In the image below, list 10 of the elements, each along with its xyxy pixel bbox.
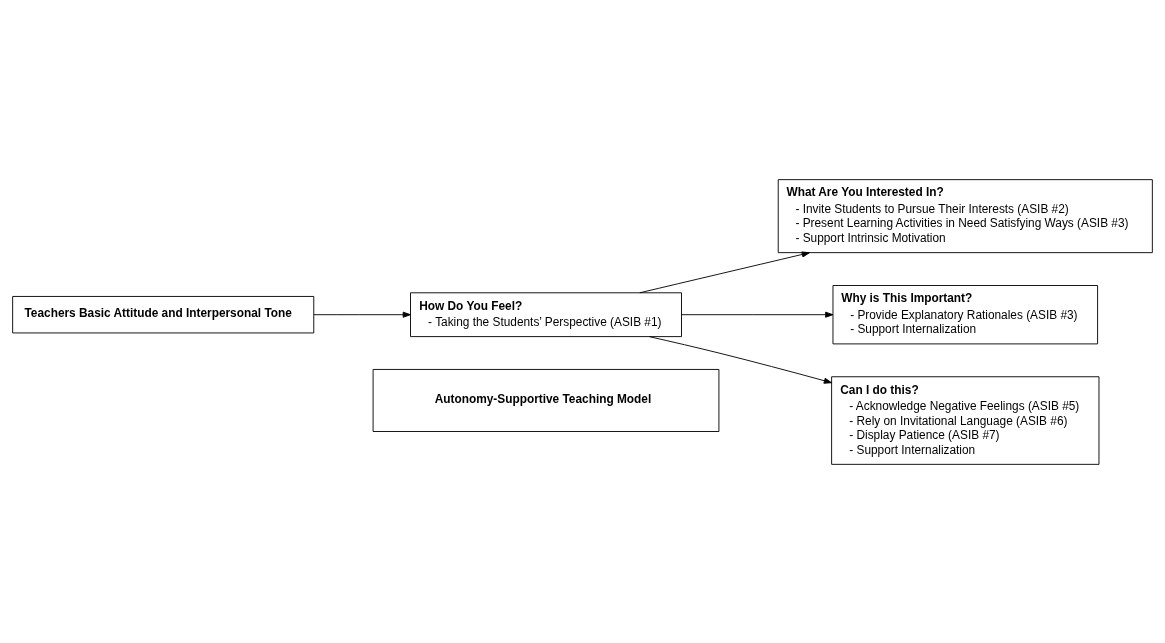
arrow [313,311,411,318]
arrow [681,311,834,318]
node-box: How Do You Feel? - Taking the Students’ Perspective (ASIB #1) [410,291,682,337]
node-box: Why is This Important? - Provide Explanatory Rationales (ASIB #3) - Support Internalization [832,284,1099,344]
arrow [639,250,810,293]
arrow [648,335,833,384]
node-box: What Are You Interested In? - Invite Students to Pursue Their Interests (ASIB #2) - Present Learning Activities in Need Satisfying Ways (ASIB #3) - Support Intrinsic Motivation [777,178,1153,253]
node-box: Can I do this? - Acknowledge Negative Feelings (ASIB #5) - Rely on Invitational Language (ASIB #6) - Display Patience (ASIB #7) - Support Internalization [831,375,1100,465]
node-box: Autonomy-Supportive Teaching Model [372,368,720,432]
node-box: Teachers Basic Attitude and Interpersonal Tone [12,295,315,333]
